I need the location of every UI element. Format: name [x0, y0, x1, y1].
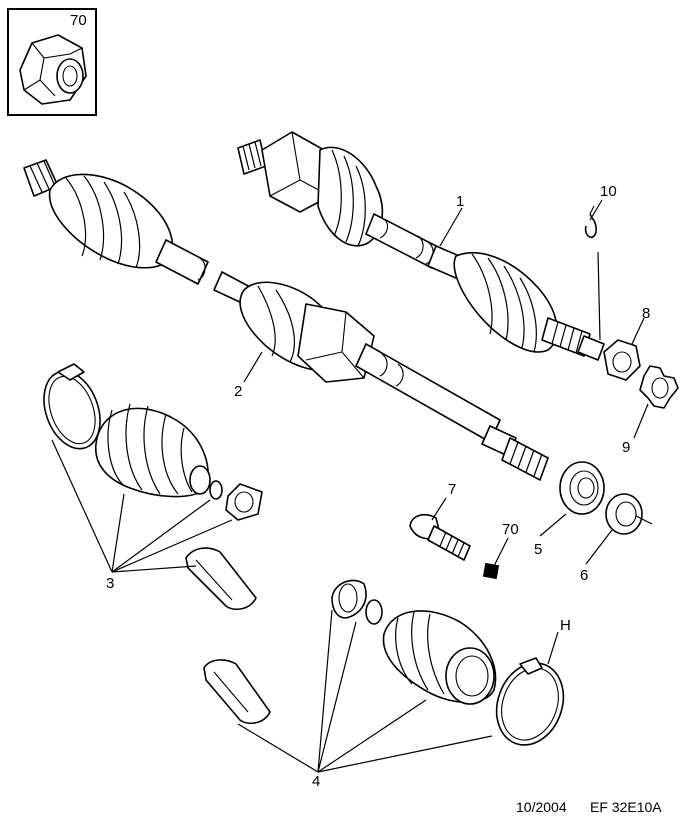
- footer-date: 10/2004: [516, 799, 567, 815]
- part-8-hub-nut: [603, 339, 641, 381]
- part-7-bolt: [409, 513, 471, 561]
- leader-lines: [51, 199, 649, 773]
- part-9-lock-ring: [639, 365, 679, 409]
- kit-4-boot-kit: [203, 579, 565, 746]
- part-70-reference-mark: [482, 562, 500, 580]
- callout-70: 70: [502, 521, 519, 538]
- inset-box: 70: [7, 8, 97, 116]
- callout-3: 3: [106, 575, 114, 592]
- callout-4: 4: [312, 773, 320, 790]
- footer: 10/2004 EF 32E10A: [516, 799, 662, 815]
- callout-2: 2: [234, 383, 242, 400]
- part-6-oil-seal: [605, 493, 653, 535]
- part-10-split-pin: [584, 205, 597, 239]
- callout-h: H: [560, 617, 571, 634]
- callout-5: 5: [534, 541, 542, 558]
- callout-6: 6: [580, 567, 588, 584]
- callout-10: 10: [600, 183, 617, 200]
- inset-ref-label: 70: [70, 12, 87, 29]
- footer-code: EF 32E10A: [590, 799, 662, 815]
- part-5-bearing: [559, 461, 605, 515]
- callout-7: 7: [448, 481, 456, 498]
- driveshaft-1: [237, 131, 605, 361]
- inset-nut-icon: [19, 34, 87, 105]
- callout-1: 1: [456, 193, 464, 210]
- callout-9: 9: [622, 439, 630, 456]
- kit-3-boot-kit: [43, 363, 263, 611]
- driveshaft-2: [23, 159, 549, 481]
- callout-8: 8: [642, 305, 650, 322]
- callout-labels: 1 2 3 4 5 6 7 8 9 10 70 H: [106, 183, 650, 790]
